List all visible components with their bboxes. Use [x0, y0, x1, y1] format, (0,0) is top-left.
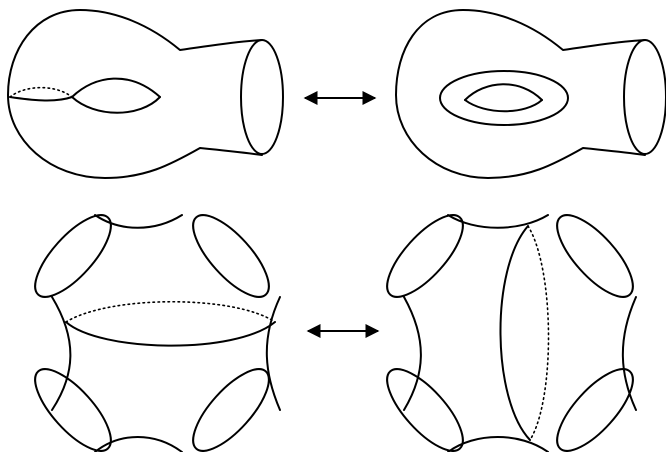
- genus-one-with-boundary-degeneration: [8, 10, 283, 178]
- genus-one-with-boundary-separating-cycle: [396, 10, 666, 178]
- boundary-circle: [624, 40, 666, 154]
- vertical-curve-front: [500, 226, 530, 440]
- hole-upper-lip: [72, 79, 160, 97]
- four-holed-sphere-vertical-curve: [375, 204, 644, 452]
- pinch-curve-back: [10, 88, 72, 97]
- hole-upper-lip: [465, 84, 542, 100]
- boundary-circle-bottom-left: [375, 358, 474, 452]
- surface-outline: [404, 215, 636, 452]
- hole-lower-lip: [465, 100, 542, 111]
- boundary-circle-bottom-right: [181, 358, 280, 452]
- hole-lower-lip: [72, 97, 160, 113]
- horizontal-curve-front: [66, 322, 275, 346]
- surface-outline: [8, 10, 262, 178]
- boundary-circle-top-right: [181, 204, 280, 308]
- boundary-circle-bottom-left: [23, 358, 122, 452]
- vertical-curve-back: [528, 226, 549, 440]
- boundary-circle-top-left: [375, 204, 474, 308]
- horizontal-curve-back: [66, 302, 275, 322]
- surface-outline: [396, 10, 645, 178]
- boundary-circle-top-left: [23, 204, 122, 308]
- four-holed-sphere-horizontal-curve: [23, 204, 280, 452]
- boundary-circle: [241, 40, 283, 154]
- pinch-curve-front: [10, 97, 72, 100]
- boundary-circle-bottom-right: [545, 358, 644, 452]
- separating-curve: [440, 71, 568, 125]
- boundary-circle-top-right: [545, 204, 644, 308]
